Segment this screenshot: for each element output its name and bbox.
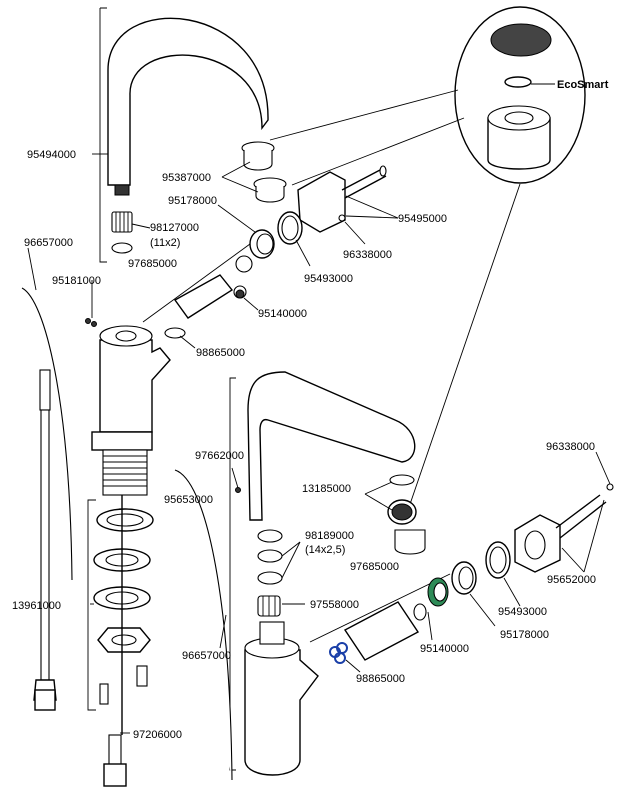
part-97558000 [257,595,281,617]
bent-spout [247,371,416,521]
label-97685000-b: 97685000 [350,561,399,573]
label-13961000: 13961000 [12,600,61,612]
threaded-shank [91,431,153,496]
label-95178000-b: 95178000 [500,629,549,641]
green-nut [427,577,449,607]
ring-95493000-right [485,541,511,579]
retaining-screw [235,289,245,299]
orings-14x25 [257,529,283,585]
label-95494000: 95494000 [27,149,76,161]
label-95140000-b: 95140000 [420,643,469,655]
hose-96657000-right [174,469,233,781]
cover-ring [277,211,303,245]
label-11x2: (11x2) [150,237,180,249]
supply-hose-13961000 [33,369,57,711]
handle-lever-right [514,494,607,573]
small-screw-a [85,318,91,324]
label-95493000-b: 95493000 [498,606,547,618]
label-95140000-a: 95140000 [258,308,307,320]
spout-connector [114,184,130,196]
label-96657000-a: 96657000 [24,237,73,249]
label-95493000-a: 95493000 [304,273,353,285]
set-screw-96338000-right [606,483,614,491]
aerator-13185000 [387,474,426,555]
aerator-screen [490,23,552,57]
label-96338000-b: 96338000 [546,441,595,453]
stud-nut [136,665,148,687]
faucet-body-short [244,621,319,776]
label-95652000: 95652000 [547,574,596,586]
label-96657000-b: 96657000 [182,650,231,662]
label-14x25: (14x2,5) [305,544,345,556]
aerator-top [241,141,275,171]
label-97685000-a: 97685000 [128,258,177,270]
label-97662000: 97662000 [195,450,244,462]
label-97206000: 97206000 [133,729,182,741]
supply-hose-97206000 [103,734,127,787]
ecosmart-ring [504,76,532,88]
faucet-body-tall [99,325,171,433]
set-screw [338,214,346,222]
label-98865000-a: 98865000 [196,347,245,359]
label-97558000: 97558000 [310,599,359,611]
label-ecosmart: EcoSmart [557,79,609,91]
label-95653000: 95653000 [164,494,213,506]
handle-lever [297,165,387,233]
set-screw-97662000 [235,487,241,493]
label-95178000-a: 95178000 [168,195,217,207]
cartridge-nut [249,229,275,259]
screen-filter [111,211,133,233]
label-95495000: 95495000 [398,213,447,225]
label-98865000-b: 98865000 [356,673,405,685]
mounting-washers [93,508,154,653]
seal-98865000 [164,327,186,339]
label-98127000: 98127000 [150,222,199,234]
oring-11x2 [111,242,133,254]
small-screw-b [91,321,97,327]
ecosmart-inset [454,6,586,184]
tall-spout [107,17,269,186]
aerator-bottom [253,177,287,203]
label-98189000: 98189000 [305,530,354,542]
cartridge-right [343,601,427,661]
label-95387000: 95387000 [162,172,211,184]
seal-98865000-right [329,642,348,664]
label-13185000: 13185000 [302,483,351,495]
nut-95178000-right [451,561,477,595]
label-96338000-a: 96338000 [343,249,392,261]
cartridge [173,255,253,319]
label-95181000: 95181000 [52,275,101,287]
stud-screw [99,683,109,705]
